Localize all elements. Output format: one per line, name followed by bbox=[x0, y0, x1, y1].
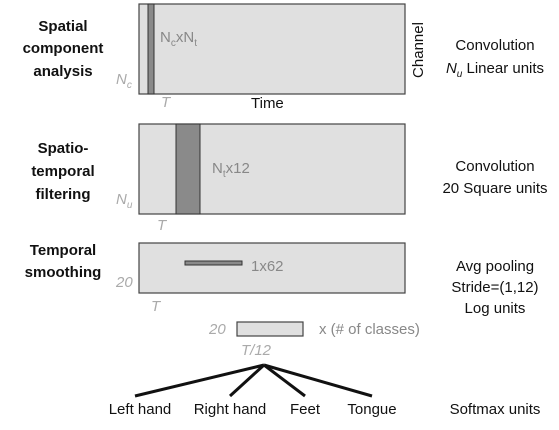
stage1-title-line2: component bbox=[23, 40, 104, 57]
stage1-spatial-kernel bbox=[147, 3, 155, 95]
stage1-time-label: T bbox=[161, 94, 172, 111]
stage2-title-line1: Spatio- bbox=[38, 140, 89, 157]
stage1-title-line3: analysis bbox=[33, 63, 92, 80]
stage2-title-line2: temporal bbox=[31, 163, 94, 180]
stage3-title-line1: Temporal bbox=[30, 242, 96, 259]
time-axis-label: Time bbox=[251, 95, 284, 112]
stage1-desc-line1: Convolution bbox=[455, 37, 534, 54]
stage1-rows-label: Nc bbox=[116, 71, 132, 91]
stage1-desc-line2: Nu Linear units bbox=[446, 60, 544, 80]
stage3-desc-line1: Avg pooling bbox=[456, 258, 534, 275]
stage1-kernel-label: NcxNt bbox=[160, 29, 197, 49]
stage2-title-line3: filtering bbox=[36, 186, 91, 203]
stage-spatio-temporal-filtering: Spatio- temporal filtering Ntx12 Nu T Co… bbox=[31, 123, 548, 234]
stage3-title-line2: smoothing bbox=[25, 264, 102, 281]
connector-feet bbox=[263, 363, 306, 398]
stage-spatial-component-analysis: Spatial component analysis NcxNt Nc T Ti… bbox=[23, 3, 544, 112]
class-feet: Feet bbox=[290, 401, 321, 418]
stage2-desc-line1: Convolution bbox=[455, 158, 534, 175]
stage3-pooling-kernel bbox=[184, 260, 243, 266]
class-tongue: Tongue bbox=[347, 401, 396, 418]
stage1-title-line1: Spatial bbox=[38, 18, 87, 35]
stage3-feature-block bbox=[138, 242, 406, 294]
stage3-desc-line2: Stride=(1,12) bbox=[451, 279, 538, 296]
softmax-units-label: Softmax units bbox=[450, 401, 541, 418]
output-size-label: x (# of classes) bbox=[319, 321, 420, 338]
stage-output: 20 T/12 x (# of classes) Left hand Right… bbox=[109, 321, 541, 418]
output-time-label: T/12 bbox=[241, 342, 272, 359]
stage3-rows-label: 20 bbox=[115, 274, 133, 291]
stage2-time-label: T bbox=[157, 217, 168, 234]
stage3-desc-line3: Log units bbox=[465, 300, 526, 317]
class-right-hand: Right hand bbox=[194, 401, 267, 418]
output-rows-label: 20 bbox=[208, 321, 226, 338]
stage1-input-block bbox=[138, 3, 406, 95]
channel-axis-label: Channel bbox=[410, 22, 427, 78]
stage2-kernel-label: Ntx12 bbox=[212, 160, 250, 180]
stage3-time-label: T bbox=[151, 298, 162, 315]
connector-tongue bbox=[263, 363, 373, 398]
stage2-temporal-kernel bbox=[175, 123, 201, 215]
connector-left-hand bbox=[134, 363, 265, 398]
class-left-hand: Left hand bbox=[109, 401, 172, 418]
connector-right-hand bbox=[228, 363, 266, 398]
stage-temporal-smoothing: Temporal smoothing 1x62 20 T Avg pooling… bbox=[25, 242, 539, 317]
stage2-desc-line2: 20 Square units bbox=[442, 180, 547, 197]
stage2-rows-label: Nu bbox=[116, 191, 133, 211]
output-block bbox=[236, 321, 304, 337]
stage3-kernel-label: 1x62 bbox=[251, 258, 284, 275]
